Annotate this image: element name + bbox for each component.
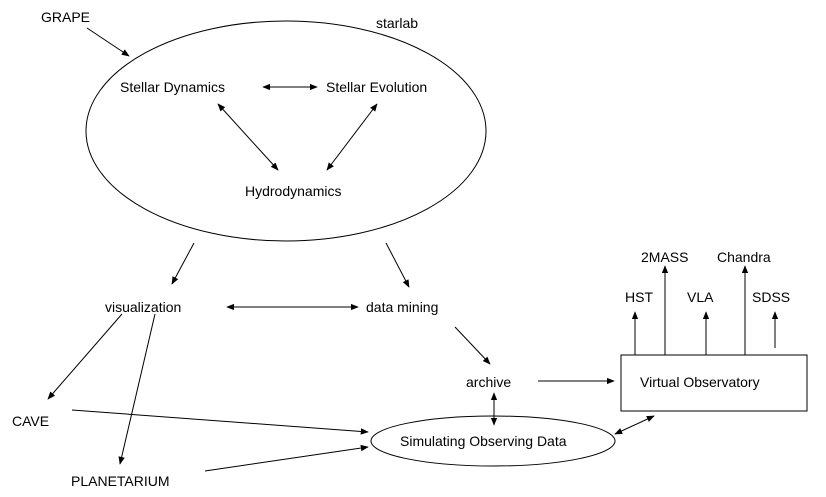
archive-label: archive — [466, 374, 511, 390]
edge-starlab-datamining — [385, 242, 410, 288]
edge-visualization-planetarium — [118, 313, 156, 465]
edge-cave-sod — [71, 409, 369, 435]
edge-datamining-archive — [454, 326, 491, 365]
chandra-label: Chandra — [717, 249, 771, 265]
cave-label: CAVE — [12, 413, 49, 429]
starlab-label: starlab — [376, 15, 418, 31]
edge-planetarium-sod — [204, 444, 369, 472]
edge-sod-vo — [614, 415, 655, 435]
grape-label: GRAPE — [41, 9, 90, 25]
vla-label: VLA — [687, 289, 714, 305]
stellar-dynamics-label: Stellar Dynamics — [120, 79, 225, 95]
sdss-label: SDSS — [752, 289, 790, 305]
stellar-evolution-label: Stellar Evolution — [326, 79, 427, 95]
edge-grape-starlab — [86, 27, 130, 57]
planetarium-label: PLANETARIUM — [71, 473, 170, 489]
edge-dynamics-hydro — [217, 103, 279, 171]
edge-evolution-hydro — [326, 103, 378, 171]
virtual-observatory-label: Virtual Observatory — [640, 374, 760, 390]
data-mining-label: data mining — [366, 299, 438, 315]
2mass-label: 2MASS — [641, 249, 688, 265]
hydrodynamics-label: Hydrodynamics — [245, 183, 341, 199]
edge-visualization-cave — [47, 313, 123, 400]
virtual-observatory-box — [620, 354, 808, 412]
hst-label: HST — [625, 289, 653, 305]
edge-starlab-visualization — [171, 242, 195, 285]
simulating-observing-data-label: Simulating Observing Data — [400, 433, 567, 449]
visualization-label: visualization — [105, 299, 181, 315]
starlab-ellipse — [85, 20, 487, 242]
